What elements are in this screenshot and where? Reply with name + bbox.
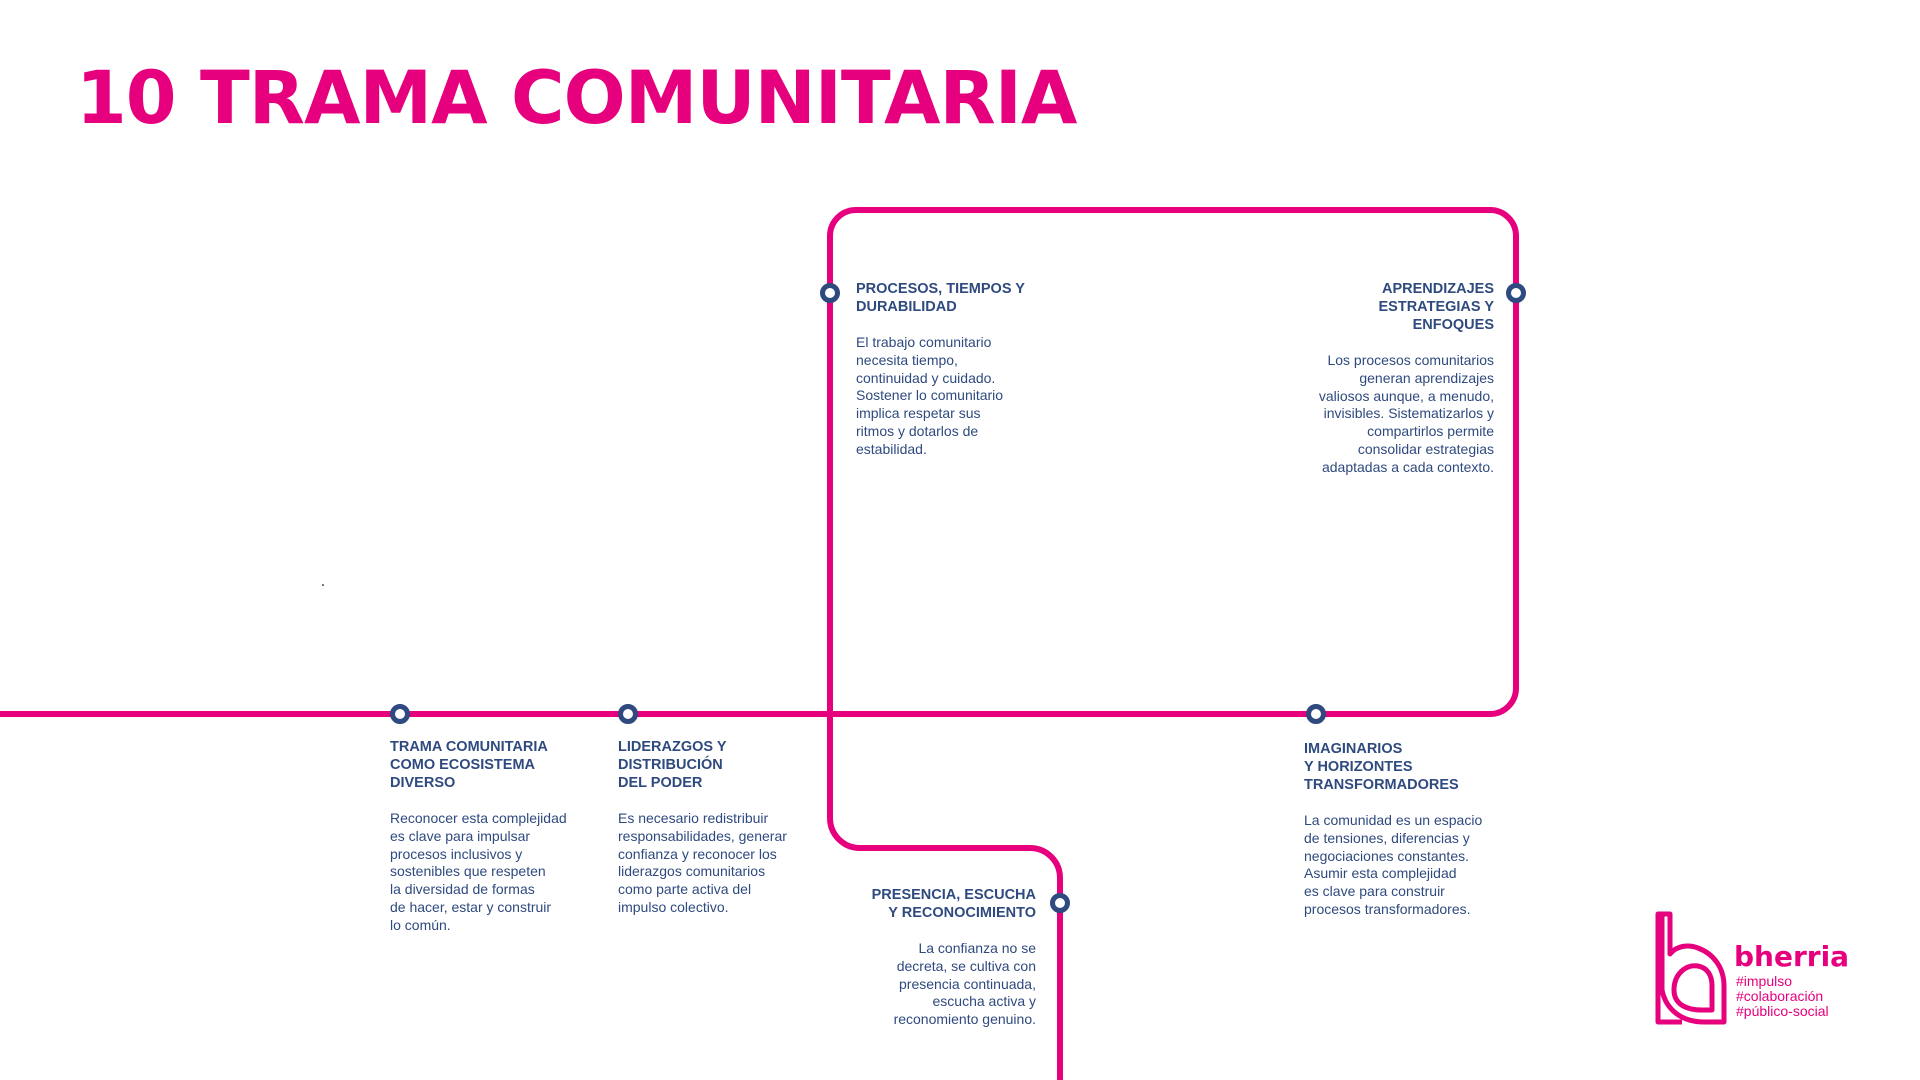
item-body: Reconocer esta complejidad es clave para… xyxy=(390,810,567,933)
item-heading: IMAGINARIOS Y HORIZONTES TRANSFORMADORES xyxy=(1304,741,1459,793)
item-imaginarios: IMAGINARIOS Y HORIZONTES TRANSFORMADORES… xyxy=(1304,740,1524,919)
item-presencia: PRESENCIA, ESCUCHA Y RECONOCIMIENTO La c… xyxy=(836,886,1036,1029)
station-node-1 xyxy=(390,704,410,724)
station-node-6 xyxy=(1306,704,1326,724)
item-body: El trabajo comunitario necesita tiempo, … xyxy=(856,334,1004,457)
logo-tag: #público-social xyxy=(1736,1003,1829,1019)
page-title: 10 TRAMA COMUNITARIA xyxy=(76,56,1077,141)
item-heading: LIDERAZGOS Y DISTRIBUCIÓN DEL PODER xyxy=(618,739,727,791)
logo-tag: #colaboración xyxy=(1736,988,1824,1004)
station-node-3 xyxy=(820,283,840,303)
item-procesos: PROCESOS, TIEMPOS Y DURABILIDAD El traba… xyxy=(856,280,1056,459)
item-heading: TRAMA COMUNITARIA COMO ECOSISTEMA DIVERS… xyxy=(390,739,548,791)
item-body: La comunidad es un espacio de tensiones,… xyxy=(1304,812,1483,917)
stray-dot xyxy=(322,584,324,586)
item-heading: PROCESOS, TIEMPOS Y DURABILIDAD xyxy=(856,281,1025,315)
item-body: Los procesos comunitarios generan aprend… xyxy=(1318,352,1494,475)
main-line xyxy=(0,207,1519,717)
item-heading: APRENDIZAJES ESTRATEGIAS Y ENFOQUES xyxy=(1378,281,1494,333)
bherria-logo: bherria #impulso #colaboración #público-… xyxy=(1652,910,1849,1031)
item-body: La confianza no se decreta, se cultiva c… xyxy=(893,940,1036,1028)
branch-line xyxy=(827,714,1063,1080)
station-node-5 xyxy=(1050,893,1070,913)
logo-name: bherria xyxy=(1734,940,1850,973)
item-aprendizajes: APRENDIZAJES ESTRATEGIAS Y ENFOQUES Los … xyxy=(1280,280,1494,477)
logo-tags: #impulso #colaboración #público-social xyxy=(1736,974,1876,1019)
station-node-4 xyxy=(1506,283,1526,303)
item-trama-ecosistema: TRAMA COMUNITARIA COMO ECOSISTEMA DIVERS… xyxy=(390,738,600,935)
bherria-logo-mark xyxy=(1655,911,1727,1025)
logo-tag: #impulso xyxy=(1736,973,1793,989)
item-heading: PRESENCIA, ESCUCHA Y RECONOCIMIENTO xyxy=(871,887,1036,921)
item-body: Es necesario redistribuir responsabilida… xyxy=(618,810,787,915)
station-node-2 xyxy=(618,704,638,724)
item-liderazgos: LIDERAZGOS Y DISTRIBUCIÓN DEL PODER Es n… xyxy=(618,738,828,917)
